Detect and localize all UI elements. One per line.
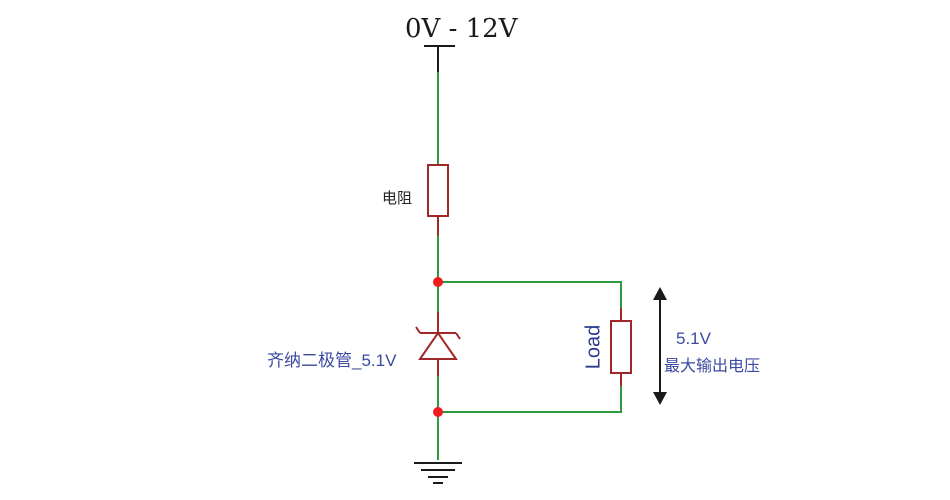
load-resistor: [610, 308, 632, 386]
junction-node-bottom: [433, 407, 443, 417]
wire-top-to-load: [438, 281, 622, 321]
zener-label: 齐纳二极管_5.1V: [267, 351, 397, 370]
wires: [437, 72, 622, 460]
resistor-label: 电阻: [382, 190, 413, 207]
supply-terminal: [424, 45, 455, 72]
ground-symbol: [414, 462, 462, 484]
load-label: Load: [582, 324, 605, 370]
zener-diode: [415, 312, 461, 376]
output-description-label: 最大输出电压: [664, 358, 761, 375]
output-voltage-label: 5.1V: [676, 329, 711, 348]
resistor: [427, 164, 449, 217]
voltage-arrow: [653, 287, 667, 405]
supply-voltage-label: 0V - 12V: [405, 14, 518, 44]
junction-node-top: [433, 277, 443, 287]
wire-bottom-to-load: [438, 373, 622, 413]
